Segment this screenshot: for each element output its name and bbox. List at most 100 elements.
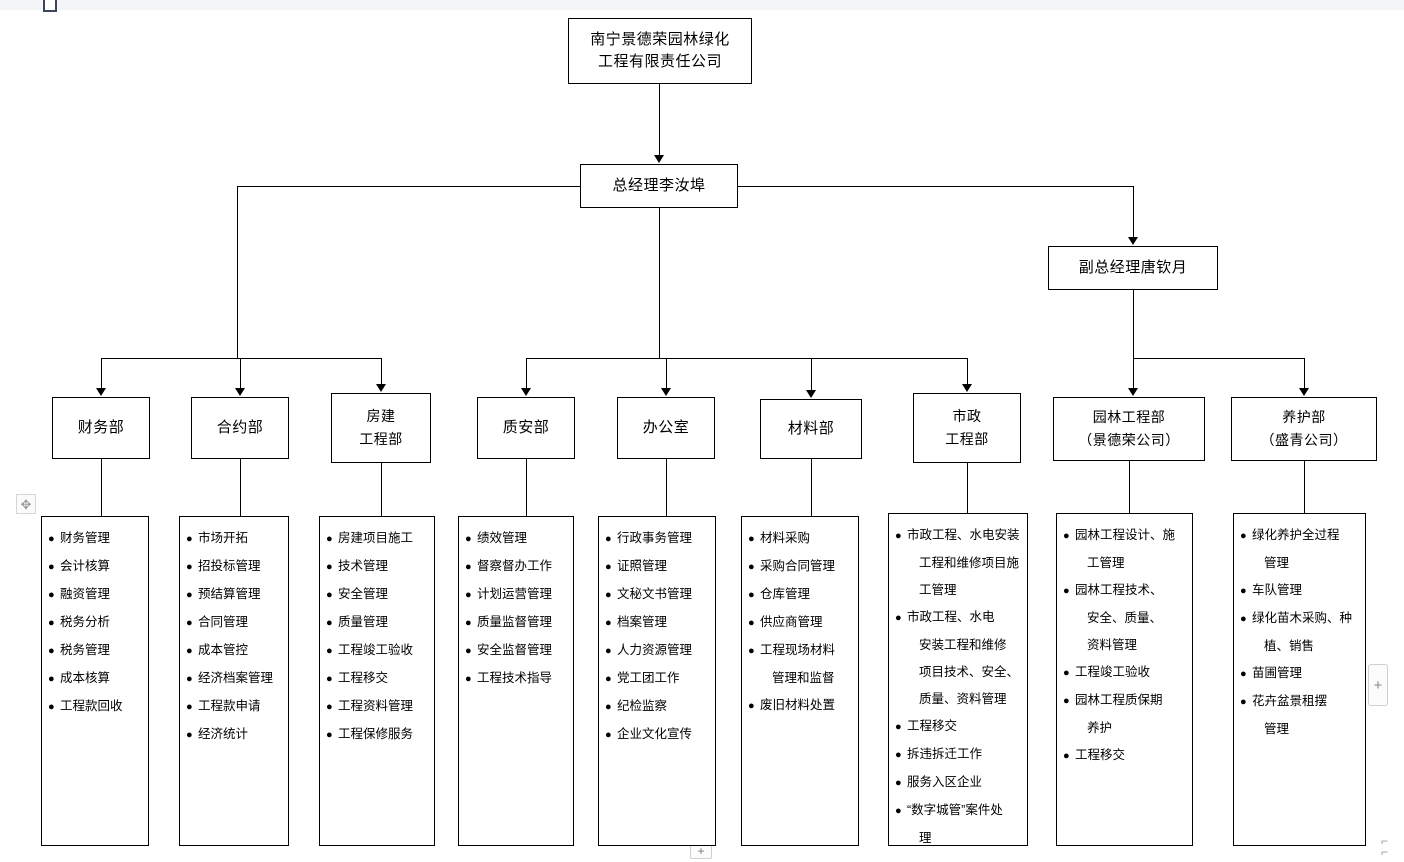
department-title-line: 市政	[952, 408, 982, 424]
panel-list-item-continuation: 安全、质量、	[1087, 611, 1163, 625]
panel-list-item-continuation: 管理	[1264, 722, 1290, 736]
panel-list-item: ●成本管控	[186, 637, 282, 665]
panel-list-item: ●计划运营管理	[465, 581, 567, 609]
bullet-icon: ●	[465, 645, 472, 657]
bullet-icon: ●	[605, 589, 612, 601]
company-box[interactable]: 南宁景德荣园林绿化 工程有限责任公司	[568, 18, 752, 84]
drop-dept-7	[967, 358, 968, 386]
move-icon[interactable]: ✥	[16, 494, 36, 514]
bullet-icon: ●	[605, 673, 612, 685]
bus-center-departments	[526, 358, 967, 359]
panel-list-item-continuation: 理	[919, 831, 932, 845]
bullet-icon: ●	[748, 561, 755, 573]
department-panel-8[interactable]: ●园林工程设计、施工管理●园林工程技术、安全、质量、资料管理●工程竣工验收●园林…	[1056, 513, 1193, 846]
bullet-icon: ●	[1063, 585, 1070, 597]
connector-gm-dgm-v	[1133, 186, 1134, 238]
bus-left-departments	[101, 358, 382, 359]
bullet-icon: ●	[326, 645, 333, 657]
bullet-icon: ●	[48, 533, 55, 545]
department-box-6[interactable]: 材料部	[760, 399, 862, 459]
department-box-2[interactable]: 合约部	[191, 397, 289, 459]
department-title-line: 工程部	[359, 431, 403, 447]
panel-list-item: ●企业文化宣传	[605, 721, 709, 749]
department-panel-2[interactable]: ●市场开拓●招投标管理●预结算管理●合同管理●成本管控●经济档案管理●工程款申请…	[179, 516, 289, 846]
bullet-icon: ●	[748, 589, 755, 601]
panel-list-item: ●质量监督管理	[465, 609, 567, 637]
department-box-7[interactable]: 市政工程部	[913, 393, 1021, 463]
panel-list-item: ●园林工程质保期	[1063, 687, 1186, 715]
panel-list-item-continuation: 工管理	[1087, 556, 1125, 570]
top-tab-handle[interactable]	[43, 0, 57, 12]
panel-list-item: ●市政工程、水电安装	[895, 522, 1021, 550]
department-panel-5[interactable]: ●行政事务管理●证照管理●文秘文书管理●档案管理●人力资源管理●党工团工作●纪检…	[598, 516, 716, 846]
bullet-icon: ●	[186, 617, 193, 629]
bullet-icon: ●	[465, 617, 472, 629]
connector-dept-panel-3	[381, 463, 382, 516]
connector-dept-panel-1	[101, 459, 102, 516]
add-column-button[interactable]: +	[1368, 664, 1388, 706]
department-panel-3[interactable]: ●房建项目施工●技术管理●安全管理●质量管理●工程竣工验收●工程移交●工程资料管…	[319, 516, 435, 846]
panel-list-item: ●工程竣工验收	[1063, 659, 1186, 687]
panel-list-item: ●招投标管理	[186, 553, 282, 581]
department-box-9[interactable]: 养护部（盛青公司）	[1231, 397, 1377, 461]
connector-dept-panel-2	[240, 459, 241, 516]
department-box-5[interactable]: 办公室	[617, 397, 715, 459]
department-panel-7[interactable]: ●市政工程、水电安装工程和维修项目施工管理●市政工程、水电安装工程和维修项目技术…	[888, 513, 1028, 846]
bullet-icon: ●	[186, 645, 193, 657]
panel-list-item: ●党工团工作	[605, 665, 709, 693]
department-box-3[interactable]: 房建工程部	[331, 393, 431, 463]
connector-gm-dgm-h	[738, 186, 1133, 187]
panel-list-item: ●工程现场材料	[748, 637, 852, 665]
bullet-icon: ●	[605, 561, 612, 573]
arrow-dept-2	[235, 388, 245, 396]
panel-list-item: ●会计核算	[48, 553, 142, 581]
panel-list-item: ●苗圃管理	[1240, 660, 1359, 688]
department-title-line: （景德荣公司）	[1078, 432, 1180, 448]
general-manager-box[interactable]: 总经理李汝埠	[580, 164, 738, 208]
panel-list-item-continuation: 工程和维修项目施	[919, 556, 1020, 570]
panel-list-item: ●绿化养护全过程	[1240, 522, 1359, 550]
department-panel-9[interactable]: ●绿化养护全过程管理●车队管理●绿化苗木采购、种植、销售●苗圃管理●花卉盆景租摆…	[1233, 513, 1366, 846]
department-title-line: 园林工程部	[1092, 409, 1166, 425]
department-box-8[interactable]: 园林工程部 （景德荣公司）	[1053, 397, 1205, 461]
panel-list-item: ●工程技术指导	[465, 665, 567, 693]
bullet-icon: ●	[326, 729, 333, 741]
department-title-line: 财务部	[77, 419, 125, 436]
bullet-icon: ●	[48, 589, 55, 601]
bullet-icon: ●	[605, 701, 612, 713]
bullet-icon: ●	[48, 701, 55, 713]
panel-list-item: ●废旧材料处置	[748, 692, 852, 720]
bullet-icon: ●	[48, 645, 55, 657]
bullet-icon: ●	[605, 617, 612, 629]
arrow-dept-7	[962, 384, 972, 392]
panel-list-item: ●工程款回收	[48, 693, 142, 721]
panel-list-item: ●市场开拓	[186, 525, 282, 553]
panel-list-item: ●市政工程、水电	[895, 604, 1021, 632]
company-line-1: 南宁景德荣园林绿化	[590, 31, 730, 48]
bullet-icon: ●	[895, 530, 902, 542]
bullet-icon: ●	[465, 673, 472, 685]
deputy-manager-box[interactable]: 副总经理唐钦月	[1048, 246, 1218, 290]
drop-dept-8	[1133, 358, 1134, 390]
drop-dept-1	[101, 358, 102, 390]
panel-list-item: ●园林工程设计、施	[1063, 522, 1186, 550]
panel-list-item: ●服务入区企业	[895, 769, 1021, 797]
department-panel-4[interactable]: ●绩效管理●督察督办工作●计划运营管理●质量监督管理●安全监督管理●工程技术指导	[458, 516, 574, 846]
bullet-icon: ●	[895, 749, 902, 761]
department-panel-1[interactable]: ●财务管理●会计核算●融资管理●税务分析●税务管理●成本核算●工程款回收	[41, 516, 149, 846]
bullet-icon: ●	[326, 561, 333, 573]
department-box-4[interactable]: 质安部	[477, 397, 575, 459]
connector-dept-panel-6	[811, 459, 812, 516]
department-box-1[interactable]: 财务部	[52, 397, 150, 459]
department-panel-6[interactable]: ●材料采购●采购合同管理●仓库管理●供应商管理●工程现场材料管理和监督●废旧材料…	[741, 516, 859, 846]
department-title-line: 房建	[366, 408, 396, 424]
bullet-icon: ●	[1240, 613, 1247, 625]
panel-list-item: ●绩效管理	[465, 525, 567, 553]
bullet-icon: ●	[326, 673, 333, 685]
resize-corner-icon[interactable]: ⌐⌐	[1381, 834, 1389, 859]
panel-list-item: ●经济统计	[186, 721, 282, 749]
panel-list-item-continuation: 项目技术、安全、	[919, 665, 1020, 679]
bullet-icon: ●	[748, 617, 755, 629]
panel-list-item: ●督察督办工作	[465, 553, 567, 581]
bus-right-departments	[1133, 358, 1304, 359]
